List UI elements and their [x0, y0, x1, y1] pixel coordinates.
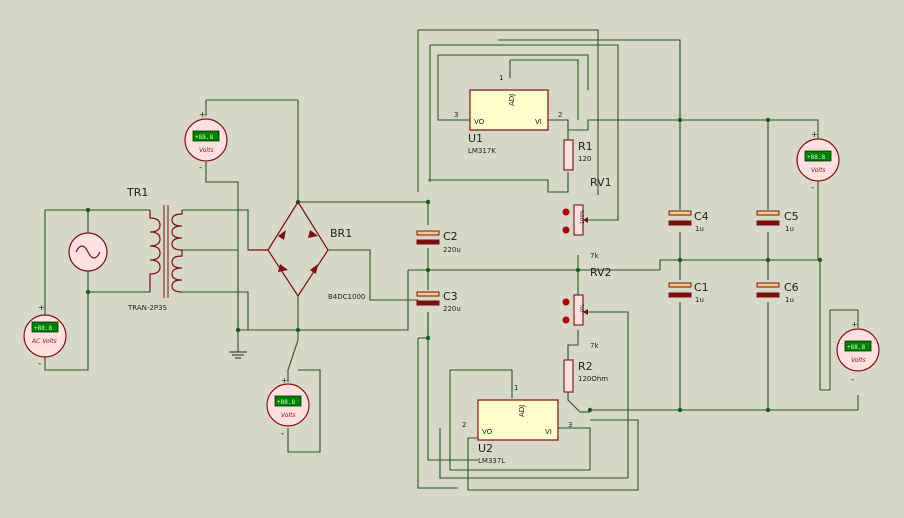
- regulator-u2[interactable]: VO VI ADJ 2 3 1 U2 LM337L: [462, 384, 572, 465]
- u1-pin1: 1: [499, 74, 503, 82]
- dc-bottom-meter-minus: -: [281, 429, 284, 439]
- dc-bottom-meter-label: Volts: [281, 412, 296, 419]
- u1-value: LM317K: [468, 147, 496, 155]
- out-neg-meter-plus: +: [851, 320, 858, 329]
- c5-ref: C5: [784, 210, 799, 223]
- rv1-percent: 100%: [580, 209, 586, 224]
- out-pos-meter-display: +88.8: [807, 154, 825, 161]
- u1-pin-vi: VI: [535, 118, 542, 126]
- u2-ref: U2: [478, 442, 493, 455]
- u2-pin-vo: VO: [482, 428, 493, 436]
- capacitor-c5[interactable]: C5 1u: [756, 210, 799, 233]
- ac-meter-plus: +: [38, 303, 45, 312]
- ground-icon: [229, 350, 247, 359]
- voltmeter-dc-bottom[interactable]: +88.8 Volts + -: [266, 376, 310, 439]
- u2-value: LM337L: [478, 457, 505, 465]
- dc-top-meter-plus: +: [199, 110, 206, 119]
- voltmeter-dc-top[interactable]: +88.8 Volts + -: [184, 110, 228, 173]
- br1-value: B4DC1000: [328, 293, 365, 301]
- u2-pin2: 2: [462, 421, 466, 429]
- resistor-r1[interactable]: R1 120: [563, 139, 593, 171]
- ac-meter-minus: -: [38, 359, 41, 369]
- voltmeter-ac[interactable]: +88.8 AC Volts + -: [23, 303, 67, 369]
- c4-ref: C4: [694, 210, 709, 223]
- rv2-ref: RV2: [590, 266, 612, 279]
- potentiometer-rv2[interactable]: 0% RV2 7k: [562, 266, 612, 350]
- voltmeter-output-negative[interactable]: +88.8 Volts + -: [836, 320, 880, 385]
- c2-ref: C2: [443, 230, 458, 243]
- u1-pin2: 2: [558, 111, 562, 119]
- bridge-br1[interactable]: BR1 B4DC1000: [248, 200, 365, 301]
- c3-value: 220u: [443, 305, 461, 313]
- dc-top-meter-display: +88.8: [195, 134, 213, 141]
- out-neg-meter-minus: -: [851, 375, 854, 385]
- u2-pin3: 3: [568, 421, 572, 429]
- dc-bottom-meter-display: +88.8: [277, 399, 295, 406]
- dc-bottom-meter-plus: +: [281, 376, 288, 385]
- out-pos-meter-label: Volts: [811, 167, 826, 174]
- capacitor-c4[interactable]: C4 1u: [668, 210, 709, 233]
- dc-top-meter-minus: -: [199, 163, 202, 173]
- junction-dots: [85, 117, 823, 413]
- u2-pin1: 1: [514, 384, 518, 392]
- u1-pin-vo: VO: [474, 118, 485, 126]
- rv1-ref: RV1: [590, 176, 612, 189]
- ac-source[interactable]: [68, 232, 108, 272]
- potentiometer-rv1[interactable]: 100% RV1 7k: [562, 176, 612, 260]
- c5-value: 1u: [785, 225, 794, 233]
- u2-pin-vi: VI: [545, 428, 552, 436]
- resistor-r2[interactable]: R2 120Ohm: [563, 359, 608, 393]
- capacitor-c6[interactable]: C6 1u: [756, 281, 799, 304]
- wires: [44, 29, 859, 491]
- r1-value: 120: [578, 155, 591, 163]
- r2-ref: R2: [578, 360, 593, 373]
- capacitor-c1[interactable]: C1 1u: [668, 281, 709, 304]
- sine-icon: [75, 245, 101, 259]
- out-pos-meter-plus: +: [811, 130, 818, 139]
- transformer-tr1[interactable]: TR1 TRAN-2P3S: [126, 186, 183, 312]
- out-neg-meter-display: +88.8: [847, 344, 865, 351]
- c6-ref: C6: [784, 281, 799, 294]
- voltmeter-output-positive[interactable]: +88.8 Volts + -: [796, 130, 840, 193]
- ac-meter-display: +88.8: [34, 325, 52, 332]
- c4-value: 1u: [695, 225, 704, 233]
- rv1-value: 7k: [590, 252, 599, 260]
- c3-ref: C3: [443, 290, 458, 303]
- out-pos-meter-minus: -: [811, 183, 814, 193]
- rv2-percent: 0%: [580, 304, 586, 312]
- out-neg-meter-label: Volts: [851, 357, 866, 364]
- c1-ref: C1: [694, 281, 709, 294]
- u2-pin-adj: ADJ: [518, 405, 526, 417]
- capacitor-c3[interactable]: C3 220u: [416, 290, 461, 313]
- c1-value: 1u: [695, 296, 704, 304]
- r2-value: 120Ohm: [578, 375, 608, 383]
- capacitor-c2[interactable]: C2 220u: [416, 230, 461, 254]
- regulator-u1[interactable]: VO VI ADJ 3 2 1 U1 LM317K: [454, 74, 562, 155]
- ac-meter-label: AC Volts: [31, 338, 57, 345]
- u1-pin-adj: ADJ: [508, 94, 516, 106]
- br1-ref: BR1: [330, 227, 352, 240]
- rv2-value: 7k: [590, 342, 599, 350]
- c6-value: 1u: [785, 296, 794, 304]
- r1-ref: R1: [578, 140, 593, 153]
- u1-pin3: 3: [454, 111, 458, 119]
- c2-value: 220u: [443, 246, 461, 254]
- tr1-ref: TR1: [126, 186, 148, 199]
- u1-ref: U1: [468, 132, 483, 145]
- tr1-value: TRAN-2P3S: [127, 304, 168, 312]
- dc-top-meter-label: Volts: [199, 147, 214, 154]
